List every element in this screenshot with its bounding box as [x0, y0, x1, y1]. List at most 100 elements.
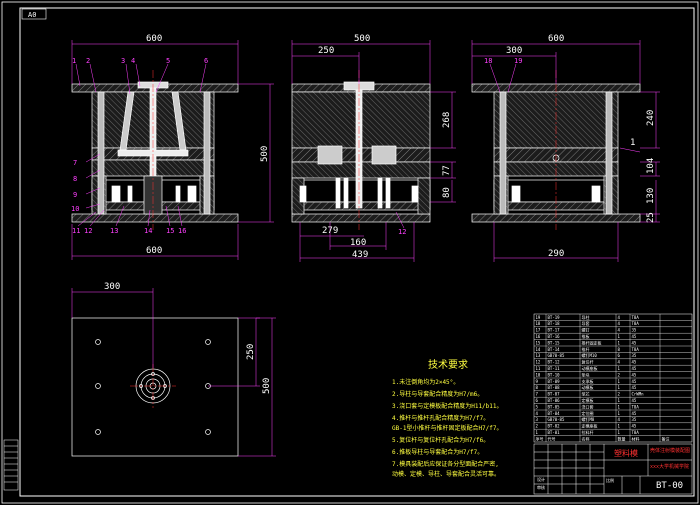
- plan-h1: 250: [246, 344, 256, 360]
- tb-part: 壳体注射模装配图: [650, 447, 690, 454]
- right-width: 600: [548, 34, 564, 44]
- front-width-bottom: 600: [146, 246, 162, 256]
- bom-cell-name: 浇口套: [582, 403, 594, 409]
- bom-cell-qty: 1: [618, 404, 621, 409]
- front-dimensions: [71, 40, 274, 260]
- side-width: 500: [354, 34, 370, 44]
- margin-table: [3, 439, 19, 491]
- tb-scale-label: 比例: [606, 477, 614, 483]
- callout-10: 10: [71, 205, 79, 213]
- bom-cell-code: BT-07: [548, 392, 561, 397]
- bom-cell-qty: 6: [618, 353, 621, 358]
- bom-cell-no: 16: [536, 334, 541, 339]
- bom-cell-no: 15: [536, 340, 541, 345]
- title-block: [533, 443, 693, 495]
- right-dimensions: [471, 40, 660, 262]
- bom-cell-name: 螺钉M8: [582, 416, 595, 422]
- bom-cell-code: BT-16: [548, 334, 561, 339]
- callout-2: 2: [86, 57, 90, 65]
- bom-cell-no: 7: [536, 392, 539, 397]
- bom-header-code: 代号: [548, 435, 556, 441]
- bom-cell-material: 45: [632, 360, 637, 365]
- side-callout-12: 12: [398, 228, 406, 236]
- side-view: [291, 81, 431, 223]
- bom-cell-qty: 4: [618, 417, 621, 422]
- bom-cell-qty: 1: [618, 334, 621, 339]
- bom-cell-no: 9: [536, 379, 539, 384]
- bom-cell-material: CrWMn: [632, 392, 645, 397]
- bom-cell-name: 导套: [582, 320, 590, 326]
- callout-19: 19: [514, 57, 522, 65]
- bom-cell-material: 45: [632, 424, 637, 429]
- callout-5: 5: [166, 57, 170, 65]
- bom-cell-material: 35: [632, 353, 637, 358]
- note-5: 5.复位杆与复位杆孔配合为H7/f6。: [392, 436, 489, 444]
- side-height-top: 268: [442, 112, 452, 128]
- bom-cell-qty: 2: [618, 372, 621, 377]
- bom-cell-code: BT-06: [548, 398, 561, 403]
- bom-cell-code: BT-12: [548, 360, 561, 365]
- note-7b: 动模、定模、导柱、导套配合灵活可靠。: [392, 470, 500, 478]
- front-leaders: [75, 63, 207, 227]
- bom-cell-name: 推杆固定板: [582, 339, 602, 345]
- bom-cell-code: BT-14: [548, 347, 561, 352]
- bom-cell-material: 45: [632, 385, 637, 390]
- side-bottom-c: 439: [352, 250, 368, 260]
- bom-cell-name: 螺钉M10: [582, 352, 598, 358]
- bom-cell-name: 垫块: [582, 371, 590, 377]
- bom-cell-material: 45: [632, 372, 637, 377]
- bom-cell-material: 45: [632, 334, 637, 339]
- side-bottom-b: 160: [350, 238, 366, 248]
- inner-border: [19, 7, 695, 497]
- bom-cell-name: 定模板: [582, 397, 594, 403]
- callout-13: 13: [110, 227, 118, 235]
- side-dimensions: [291, 40, 456, 262]
- callout-4: 4: [131, 57, 135, 65]
- bom-cell-code: GB70-85: [548, 417, 565, 422]
- bom-cell-material: 45: [632, 366, 637, 371]
- bom-cell-material: 45: [632, 379, 637, 384]
- tb-school: xxx大学机械学院: [650, 463, 689, 470]
- bom-cell-name: 动模座板: [582, 365, 598, 371]
- bom-cell-material: T8A: [632, 315, 640, 320]
- bom-cell-name: 定模座板: [582, 423, 598, 429]
- bom-cell-code: BT-02: [548, 424, 561, 429]
- tb-check-label: 审核: [537, 484, 545, 490]
- bom-cell-qty: 1: [618, 430, 621, 435]
- bom-cell-no: 2: [536, 424, 539, 429]
- note-4: 4.推杆与推杆孔配合精度为H7/f7。: [392, 414, 489, 422]
- bom-cell-material: T8A: [632, 430, 640, 435]
- bom-cell-qty: 8: [618, 347, 621, 352]
- bom-cell-code: BT-09: [548, 379, 561, 384]
- bom-cell-name: 推板: [582, 333, 590, 339]
- right-offset: 300: [506, 46, 522, 56]
- plan-dimensions: [71, 288, 276, 457]
- bom-cell-no: 19: [536, 315, 541, 320]
- note-6: 6.推板导柱与导套配合为H7/f7。: [392, 448, 483, 456]
- bom-cell-name: 型芯: [582, 391, 590, 397]
- bom-cell-name: 拉料杆: [582, 429, 594, 435]
- size-tag-box: [21, 8, 47, 20]
- plan-view: [71, 317, 239, 457]
- tb-design-label: 设计: [537, 476, 545, 482]
- callout-15: 15: [166, 227, 174, 235]
- bom-cell-material: T8A: [632, 347, 640, 352]
- bom-header-no: 序号: [536, 435, 544, 441]
- bom-cell-qty: 1: [618, 366, 621, 371]
- plan-width: 300: [104, 282, 120, 292]
- right-h2: 1: [630, 138, 635, 148]
- bom-cell-name: 动模板: [582, 384, 594, 390]
- bom-cell-qty: 1: [618, 340, 621, 345]
- bom-cell-qty: 1: [618, 385, 621, 390]
- callout-14: 14: [144, 227, 152, 235]
- bom-header-note: 备注: [662, 435, 670, 441]
- bom-cell-qty: 4: [618, 360, 621, 365]
- right-h5: 25: [646, 212, 656, 223]
- bom-header-material: 材料: [632, 435, 640, 441]
- callout-16: 16: [178, 227, 186, 235]
- technical-notes: 技术要求 1.未注倒角均为2×45°。 2.导柱与导套配合精度为H7/m6。 3…: [392, 358, 503, 478]
- bom-cell-name: 支承板: [582, 378, 594, 384]
